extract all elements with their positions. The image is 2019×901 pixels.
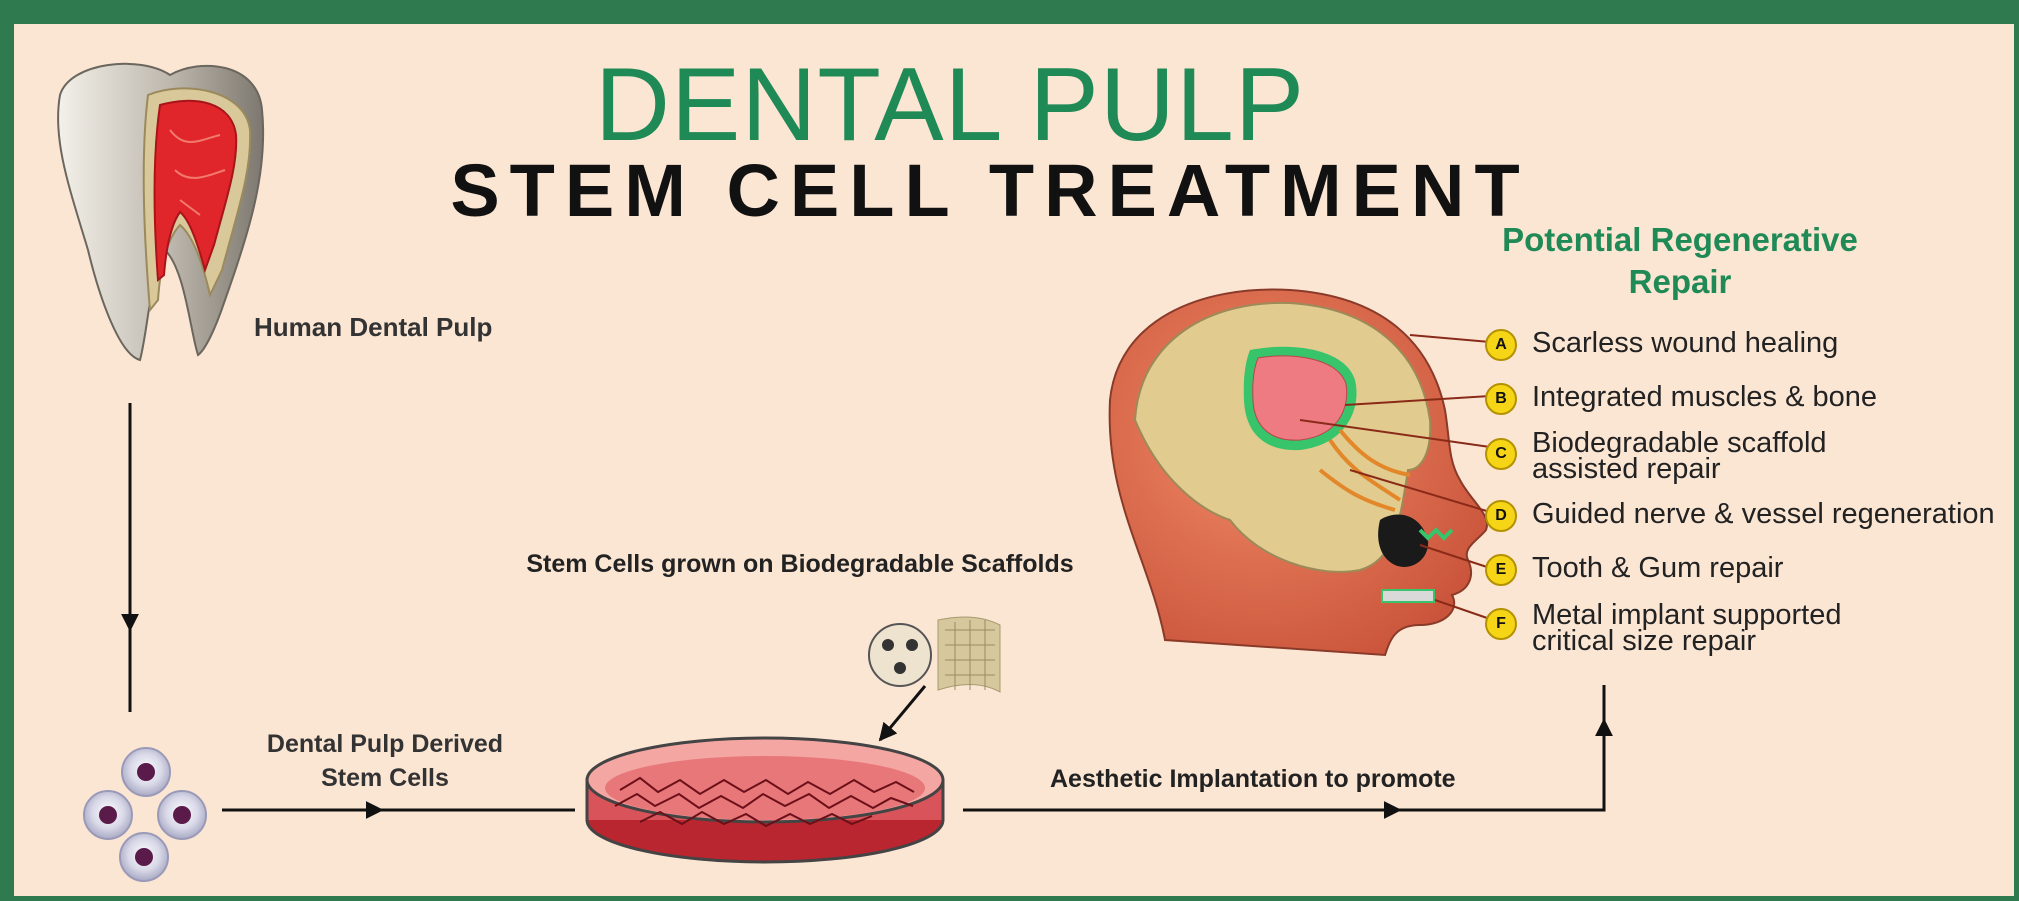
stem-cells-icon [84, 748, 206, 881]
petri-dish-illustration [587, 738, 943, 862]
repair-item-text: Biodegradable scaffold assisted repair [1532, 430, 1852, 482]
repair-item-text: Scarless wound healing [1532, 328, 1838, 358]
badge-f: F [1485, 608, 1517, 640]
badge-b: B [1485, 383, 1517, 415]
scaffold-zoom-icon [869, 617, 1000, 740]
repair-item-text: Metal implant supported critical size re… [1532, 602, 1912, 654]
derived-stem-cells-label: Dental Pulp Derived Stem Cells [250, 727, 520, 795]
badge-c: C [1485, 438, 1517, 470]
human-dental-pulp-label: Human Dental Pulp [254, 312, 492, 343]
implantation-label: Aesthetic Implantation to promote [1050, 765, 1456, 794]
repair-item-text: Integrated muscles & bone [1532, 382, 1877, 412]
head-illustration [1110, 290, 1487, 655]
badge-e: E [1485, 554, 1517, 586]
badge-a: A [1485, 329, 1517, 361]
badge-d: D [1485, 500, 1517, 532]
repair-item-text: Guided nerve & vessel regeneration [1532, 499, 1995, 529]
repair-item-text: Tooth & Gum repair [1532, 553, 1783, 583]
scaffold-caption: Stem Cells grown on Biodegradable Scaffo… [510, 548, 1090, 581]
repair-heading: Potential Regenerative Repair [1480, 219, 1880, 303]
